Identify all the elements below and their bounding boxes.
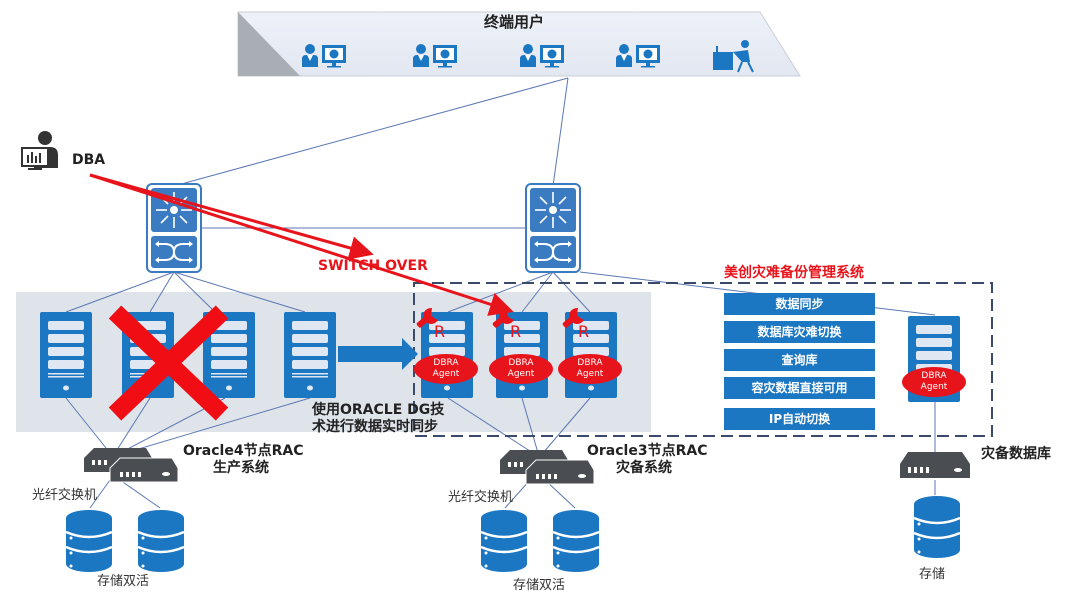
storage-icon [551, 508, 601, 574]
dba-label: DBA [72, 152, 106, 168]
mgmt-item-data-sync: 数据同步 [724, 293, 875, 315]
storage-icon [479, 508, 529, 574]
dba-user-icon [21, 131, 58, 170]
standby-storage-label: 存储双活 [513, 578, 566, 593]
dg-sync-text-line2: 术进行数据实时同步 [312, 419, 438, 435]
production-title-line1: Oracle4节点RAC [183, 443, 304, 459]
switchover-arrows [89, 173, 514, 316]
mgmt-item-db-failover: 数据库灾难切换 [724, 321, 875, 343]
core-switch-icon [525, 183, 581, 273]
storage-icon [912, 494, 962, 560]
standby-title-line1: Oracle3节点RAC [587, 443, 708, 459]
mgmt-system-title: 美创灾难备份管理系统 [724, 265, 864, 281]
end-users-title: 终端用户 [484, 13, 545, 31]
storage-icon [136, 508, 186, 574]
fiber-switch-icon [499, 449, 595, 485]
storage-icon [64, 508, 114, 574]
replication-badge: R [434, 322, 446, 341]
standby-title-line2: 灾备系统 [616, 460, 672, 476]
replication-badge: R [510, 322, 522, 341]
failure-cross-icon [108, 305, 229, 421]
server-icon [40, 312, 92, 398]
replication-badge: R [578, 322, 590, 341]
switch-over-label: SWITCH OVER [318, 258, 428, 274]
dr-management-zone [413, 282, 993, 437]
production-title-line2: 生产系统 [213, 460, 269, 476]
server-icon [284, 312, 336, 398]
mgmt-item-dr-data-usable: 容灾数据直接可用 [724, 377, 875, 399]
production-fc-switch-label: 光纤交换机 [32, 488, 98, 503]
dg-sync-text-line1: 使用ORACLE DG技 [312, 402, 445, 418]
production-storage-label: 存储双活 [97, 574, 150, 589]
mgmt-item-query-db: 查询库 [724, 349, 875, 371]
fiber-switch-icon [83, 447, 179, 483]
dr-storage-label: 存储 [919, 567, 946, 582]
mgmt-item-ip-switch: IP自动切换 [724, 408, 875, 430]
office-worker-icon [713, 40, 754, 73]
fiber-switch-icon [900, 452, 970, 478]
standby-fc-switch-label: 光纤交换机 [448, 490, 514, 505]
dr-database-title: 灾备数据库 [981, 446, 1051, 462]
sync-arrow-icon [338, 338, 418, 370]
